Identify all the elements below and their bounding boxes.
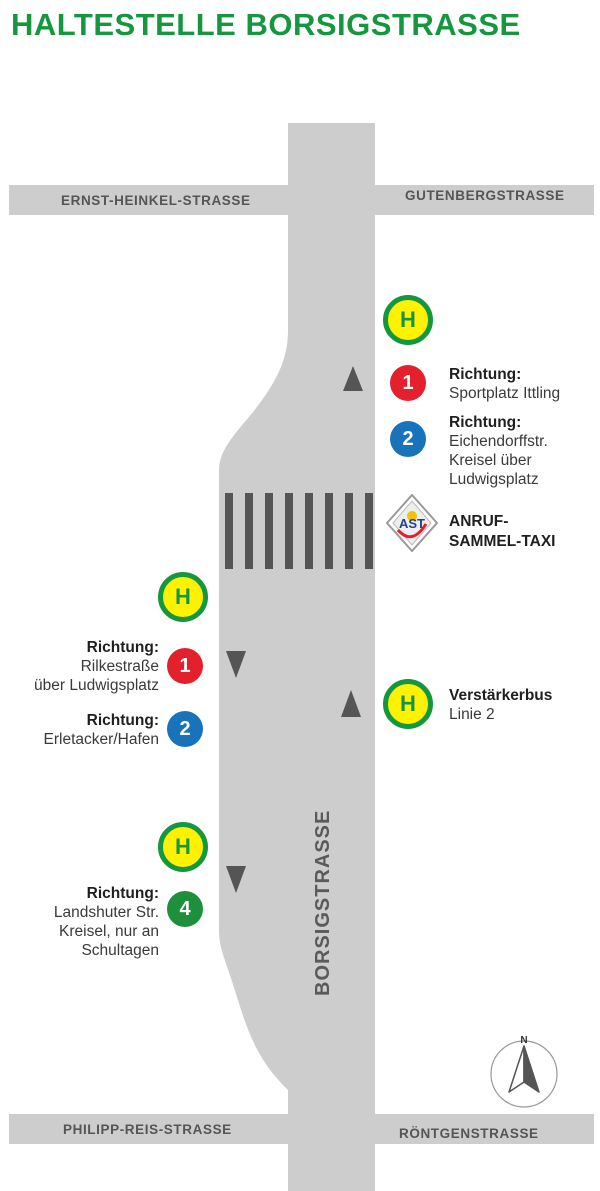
- reinforcement-bus-heading: Verstärkerbus: [449, 687, 553, 704]
- route-destination: Rilkestraße: [80, 658, 159, 675]
- street-label-gutenberg: GUTENBERGSTRASSE: [405, 188, 565, 203]
- route-info-left-1: Richtung: Rilkestraße über Ludwigsplatz: [34, 638, 159, 695]
- bus-stop-h-icon: H: [158, 822, 208, 872]
- arrow-down-icon: [226, 866, 246, 893]
- route-info-right-1: Richtung: Sportplatz Ittling: [449, 365, 560, 403]
- reinforcement-bus-line: Linie 2: [449, 706, 495, 723]
- route-badge-1: 1: [390, 365, 426, 401]
- route-heading: Richtung:: [86, 712, 159, 729]
- main-road: [219, 123, 375, 1191]
- route-destination: über Ludwigsplatz: [34, 677, 159, 694]
- route-info-left-4: Richtung: Landshuter Str. Kreisel, nur a…: [54, 884, 159, 960]
- route-badge-4: 4: [167, 891, 203, 927]
- bus-stop-h-icon: H: [383, 679, 433, 729]
- arrow-up-icon: [341, 690, 361, 717]
- ast-label: ANRUF- SAMMEL-TAXI: [449, 512, 555, 552]
- route-info-left-2: Richtung: Erletacker/Hafen: [44, 711, 159, 749]
- route-info-right-2: Richtung: Eichendorffstr. Kreisel über L…: [449, 413, 548, 489]
- route-badge-1: 1: [167, 648, 203, 684]
- ast-logo-icon: AST: [386, 494, 438, 552]
- ast-label-line-1: ANRUF-: [449, 513, 509, 530]
- street-label-roentgen: RÖNTGENSTRASSE: [399, 1126, 539, 1141]
- arrow-down-icon: [226, 651, 246, 678]
- route-heading: Richtung:: [449, 366, 522, 383]
- route-heading: Richtung:: [449, 414, 522, 431]
- page-title: HALTESTELLE BORSIGSTRASSE: [11, 7, 521, 42]
- route-destination: Landshuter Str.: [53, 904, 159, 921]
- route-heading: Richtung:: [86, 639, 159, 656]
- ast-logo-text: AST: [399, 516, 425, 531]
- bus-stop-h-icon: H: [383, 295, 433, 345]
- arrow-up-icon: [343, 366, 363, 391]
- route-destination: Sportplatz Ittling: [449, 385, 561, 402]
- route-destination: Kreisel über: [449, 452, 532, 469]
- bus-stop-h-icon: H: [158, 572, 208, 622]
- street-label-ernst-heinkel: ERNST-HEINKEL-STRASSE: [61, 193, 251, 208]
- reinforcement-bus-info: Verstärkerbus Linie 2: [449, 686, 552, 724]
- route-destination: Erletacker/Hafen: [43, 731, 159, 748]
- route-destination: Schultagen: [81, 942, 159, 959]
- compass-north-label: N: [520, 1035, 527, 1046]
- ast-label-line-2: SAMMEL-TAXI: [449, 533, 556, 550]
- crosswalk: [225, 493, 373, 569]
- route-heading: Richtung:: [86, 885, 159, 902]
- route-badge-2: 2: [390, 421, 426, 457]
- route-destination: Ludwigsplatz: [449, 471, 539, 488]
- street-label-philipp-reis: PHILIPP-REIS-STRASSE: [63, 1122, 232, 1137]
- street-label-borsigstrasse: BORSIGSTRASSE: [312, 810, 334, 996]
- route-destination: Eichendorffstr.: [449, 433, 548, 450]
- route-badge-2: 2: [167, 711, 203, 747]
- compass-icon: N: [490, 1035, 558, 1108]
- route-destination: Kreisel, nur an: [59, 923, 159, 940]
